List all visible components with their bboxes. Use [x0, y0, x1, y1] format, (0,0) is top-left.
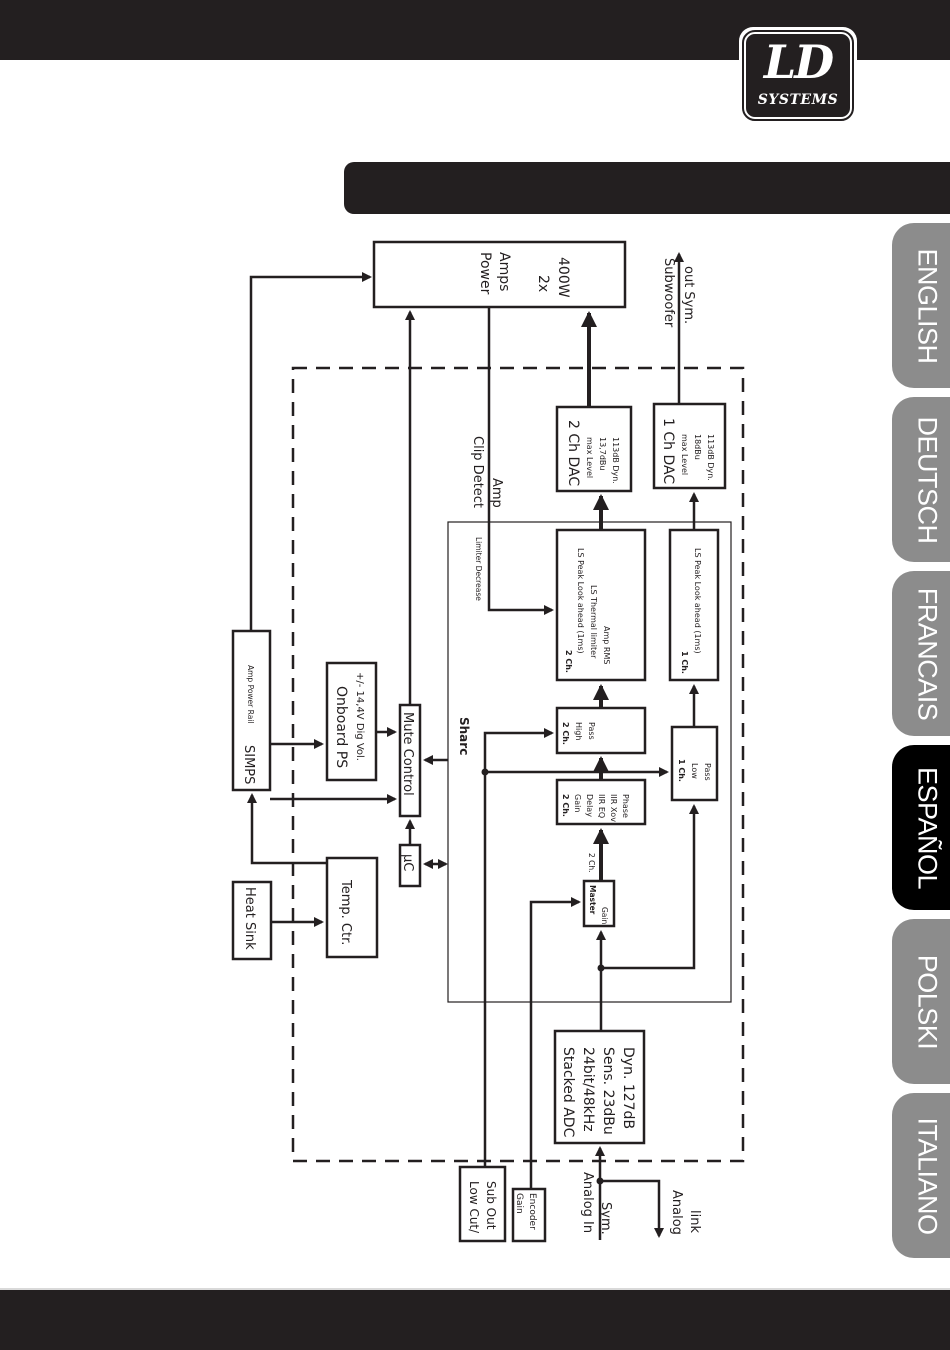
temp-ctr-label: Temp. Ctr.	[338, 879, 353, 945]
analog-link-line	[600, 1179, 664, 1238]
mute-control-label: Mute Control	[400, 712, 415, 796]
limiter-2ch-title: 2 Ch.	[564, 650, 573, 673]
onboard-ps-box	[325, 661, 378, 782]
analog-in-line1: Analog In	[580, 1172, 595, 1233]
dac-2ch-title: 2 Ch DAC	[565, 420, 581, 486]
onboard-ps-sub: +/- 14,4V Dig Vol.	[354, 672, 365, 761]
section-header-band	[344, 162, 950, 214]
gain-encoder-box	[511, 1187, 547, 1243]
limiter-2ch-line1: LS Peak Look ahead (1ms)	[576, 548, 585, 654]
dsp-2ch-title: 2 Ch.	[561, 794, 570, 817]
dac-1ch-box	[652, 402, 727, 490]
clip-detect-line	[487, 307, 554, 615]
highpass-line1: High	[574, 722, 583, 740]
junction-dot	[481, 768, 489, 776]
power-amps-box	[372, 240, 627, 309]
uc-label: µC	[400, 854, 415, 871]
sharc-boundary	[447, 521, 732, 1003]
adc-to-lp-line	[601, 804, 699, 970]
adc-box	[553, 1029, 646, 1145]
limiter-1ch-line1: LS Peak Look ahead (1ms)	[693, 548, 702, 654]
limiter-2ch-line3: Amp RMS	[602, 626, 611, 664]
tab-english[interactable]: ENGLISH	[892, 223, 950, 388]
heat-sink-label: Heat Sink	[242, 887, 257, 950]
analog-link-line1: Analog	[669, 1190, 684, 1235]
dac-1ch-line2: 18dBu	[693, 434, 702, 460]
sharc-label: Sharc	[457, 717, 471, 755]
adc-line3: Sens. 23dBu	[600, 1047, 616, 1135]
adc-line2: 24bit/48kHz	[580, 1047, 596, 1132]
power-amps-label-2: Amps	[496, 252, 512, 291]
lowpass-title: 1 Ch.	[677, 759, 686, 782]
master-gain-line1: Gain	[600, 907, 609, 924]
simps-to-amps-line	[249, 272, 372, 631]
tab-italiano[interactable]: ITALIANO	[892, 1093, 950, 1258]
lowcut-to-hp-line	[483, 728, 554, 1167]
clip-detect-label-1: Clip Detect	[470, 436, 485, 508]
dac-2ch-line3: 113dB Dyn.	[611, 437, 620, 484]
gain-encoder-line1: Gain	[514, 1193, 524, 1214]
lowpass-line1: Low	[690, 763, 699, 779]
subwoofer-out-label-2: out Sym.	[681, 266, 696, 324]
limiter-decrease-label: Limiter Decrease	[474, 537, 483, 601]
clip-detect-label-2: Amp	[489, 478, 504, 508]
dsp-2ch-line1: Gain	[573, 794, 582, 812]
limiter-1ch-title: 1 Ch.	[680, 651, 689, 674]
junction-dot	[596, 1177, 604, 1185]
power-amps-label-4: 400W	[555, 257, 571, 298]
onboard-ps-title: Onboard PS	[333, 686, 349, 768]
dsp-2ch-line4: IIR Xov	[609, 794, 618, 822]
dac-2ch-box	[555, 405, 633, 493]
lowpass-line2: Pass	[703, 763, 712, 781]
low-cut-line1: Low Cut/	[467, 1181, 481, 1234]
adc-line1: Stacked ADC	[560, 1047, 576, 1138]
analog-in-line2: Sym.	[598, 1202, 613, 1235]
dac-1ch-line1: max Level	[680, 434, 689, 475]
junction-dot	[597, 964, 605, 972]
encoder-to-master-line	[529, 897, 581, 1189]
simps-sub: Amp Power Rail	[246, 665, 255, 723]
tab-francais[interactable]: FRANCAIS	[892, 571, 950, 736]
low-cut-box	[458, 1165, 507, 1243]
gain-encoder-line2: Encoder	[527, 1193, 537, 1230]
dac-2ch-line1: max Level	[585, 437, 594, 478]
heat-sink-box	[231, 880, 273, 961]
bottom-bar	[0, 1288, 950, 1350]
master-gain-out-label: 2 Ch.	[587, 853, 596, 873]
low-cut-line2: Sub Out	[484, 1181, 498, 1230]
dsp-2ch-line5: Phase	[621, 794, 630, 818]
subwoofer-out-label-1: Subwoofer	[661, 258, 676, 328]
logo-systems-text: SYSTEMS	[757, 92, 839, 108]
temp-to-simps-line	[247, 793, 327, 865]
dac-2ch-line2: 13,7dBu	[598, 437, 607, 470]
highpass-line2: Pass	[587, 722, 596, 740]
logo-badge: LD SYSTEMS	[742, 30, 854, 121]
tab-espanol[interactable]: ESPAÑOL	[892, 745, 950, 910]
logo-ld-text: LD	[763, 35, 834, 89]
dac-1ch-line3: 113dB Dyn.	[706, 434, 715, 481]
dac-1ch-title: 1 Ch DAC	[660, 418, 676, 484]
ld-systems-logo: LD SYSTEMS	[739, 27, 857, 124]
master-gain-title: Master	[588, 885, 597, 915]
power-amps-label-3: 2x	[535, 275, 551, 292]
highpass-title: 2 Ch.	[561, 722, 570, 745]
temp-ctr-box	[325, 856, 379, 959]
limiter-2ch-line2: LS Thermal limiter	[589, 585, 598, 659]
dsp-2ch-line2: Delay	[585, 794, 594, 817]
simps-title: SIMPS	[241, 745, 256, 784]
power-amps-label-1: Power	[477, 252, 493, 295]
dsp-2ch-line3: IIR EQ	[597, 794, 606, 818]
tab-polski[interactable]: POLSKI	[892, 919, 950, 1084]
analog-link-line2: link	[687, 1210, 702, 1233]
adc-line4: Dyn. 127dB	[620, 1047, 636, 1129]
tab-deutsch[interactable]: DEUTSCH	[892, 397, 950, 562]
